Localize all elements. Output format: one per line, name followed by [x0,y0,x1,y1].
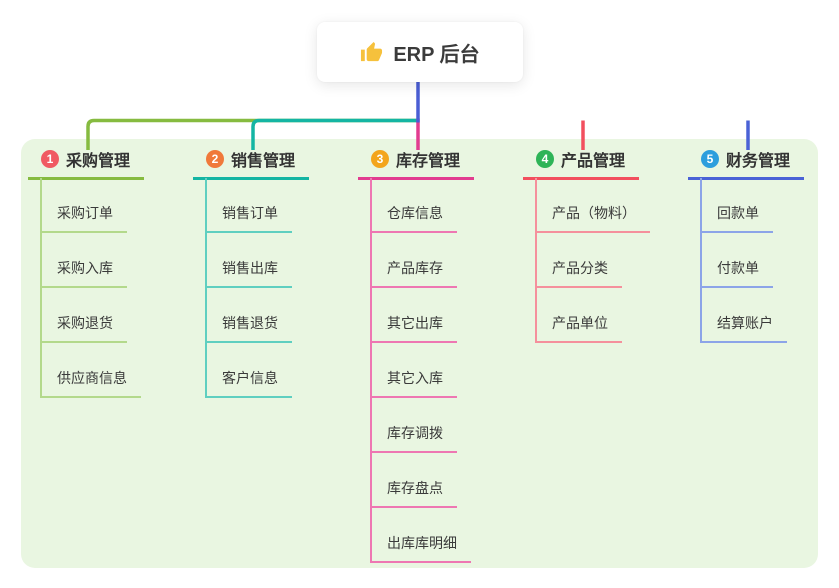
branch-label: 产品管理 [561,153,626,170]
thumbs-up-icon [361,41,383,61]
mindmap-node-item[interactable]: 结算账户 [702,288,787,343]
mindmap-node-item[interactable]: 其它出库 [372,288,457,343]
branch-header-5[interactable]: 5 财务管理 [688,147,804,180]
branch-number-badge: 1 [41,150,59,168]
branch-header-1[interactable]: 1 采购管理 [28,147,144,180]
branch-label: 财务管理 [726,153,791,170]
branch-number-badge: 5 [701,150,719,168]
branch-number-badge: 4 [536,150,554,168]
mindmap-node-item[interactable]: 仓库信息 [372,178,457,233]
branch-label: 销售管理 [231,153,296,170]
mindmap-node-item[interactable]: 产品分类 [537,233,622,288]
mindmap-node-item[interactable]: 采购退货 [42,288,127,343]
mindmap-node-item[interactable]: 采购订单 [42,178,127,233]
mindmap-node-item[interactable]: 库存调拨 [372,398,457,453]
branch-item-list: 仓库信息产品库存其它出库其它入库库存调拨库存盘点出库库明细 [370,178,471,563]
mindmap-node-item[interactable]: 销售订单 [207,178,292,233]
mindmap-node-item[interactable]: 付款单 [702,233,773,288]
branch-item-list: 产品（物料）产品分类产品单位 [535,178,650,343]
mindmap-node-item[interactable]: 库存盘点 [372,453,457,508]
branch-item-list: 采购订单采购入库采购退货供应商信息 [40,178,141,398]
root-node[interactable]: ERP 后台 [317,22,523,82]
mindmap-node-item[interactable]: 其它入库 [372,343,457,398]
mindmap-node-item[interactable]: 产品单位 [537,288,622,343]
branch-header-3[interactable]: 3 库存管理 [358,147,474,180]
mindmap-node-item[interactable]: 回款单 [702,178,773,233]
branch-header-4[interactable]: 4 产品管理 [523,147,639,180]
mindmap-node-item[interactable]: 产品库存 [372,233,457,288]
mindmap-node-item[interactable]: 供应商信息 [42,343,141,398]
branch-label: 采购管理 [66,153,131,170]
modules-panel [21,139,818,568]
branch-number-badge: 2 [206,150,224,168]
branch-number-badge: 3 [371,150,389,168]
mindmap-node-item[interactable]: 销售出库 [207,233,292,288]
mindmap-node-item[interactable]: 出库库明细 [372,508,471,563]
mindmap-node-item[interactable]: 客户信息 [207,343,292,398]
mindmap-node-item[interactable]: 采购入库 [42,233,127,288]
branch-header-2[interactable]: 2 销售管理 [193,147,309,180]
branch-label: 库存管理 [396,153,461,170]
root-label: ERP 后台 [393,43,480,66]
branch-item-list: 销售订单销售出库销售退货客户信息 [205,178,292,398]
mindmap-node-item[interactable]: 产品（物料） [537,178,650,233]
mindmap-node-item[interactable]: 销售退货 [207,288,292,343]
branch-item-list: 回款单付款单结算账户 [700,178,787,343]
